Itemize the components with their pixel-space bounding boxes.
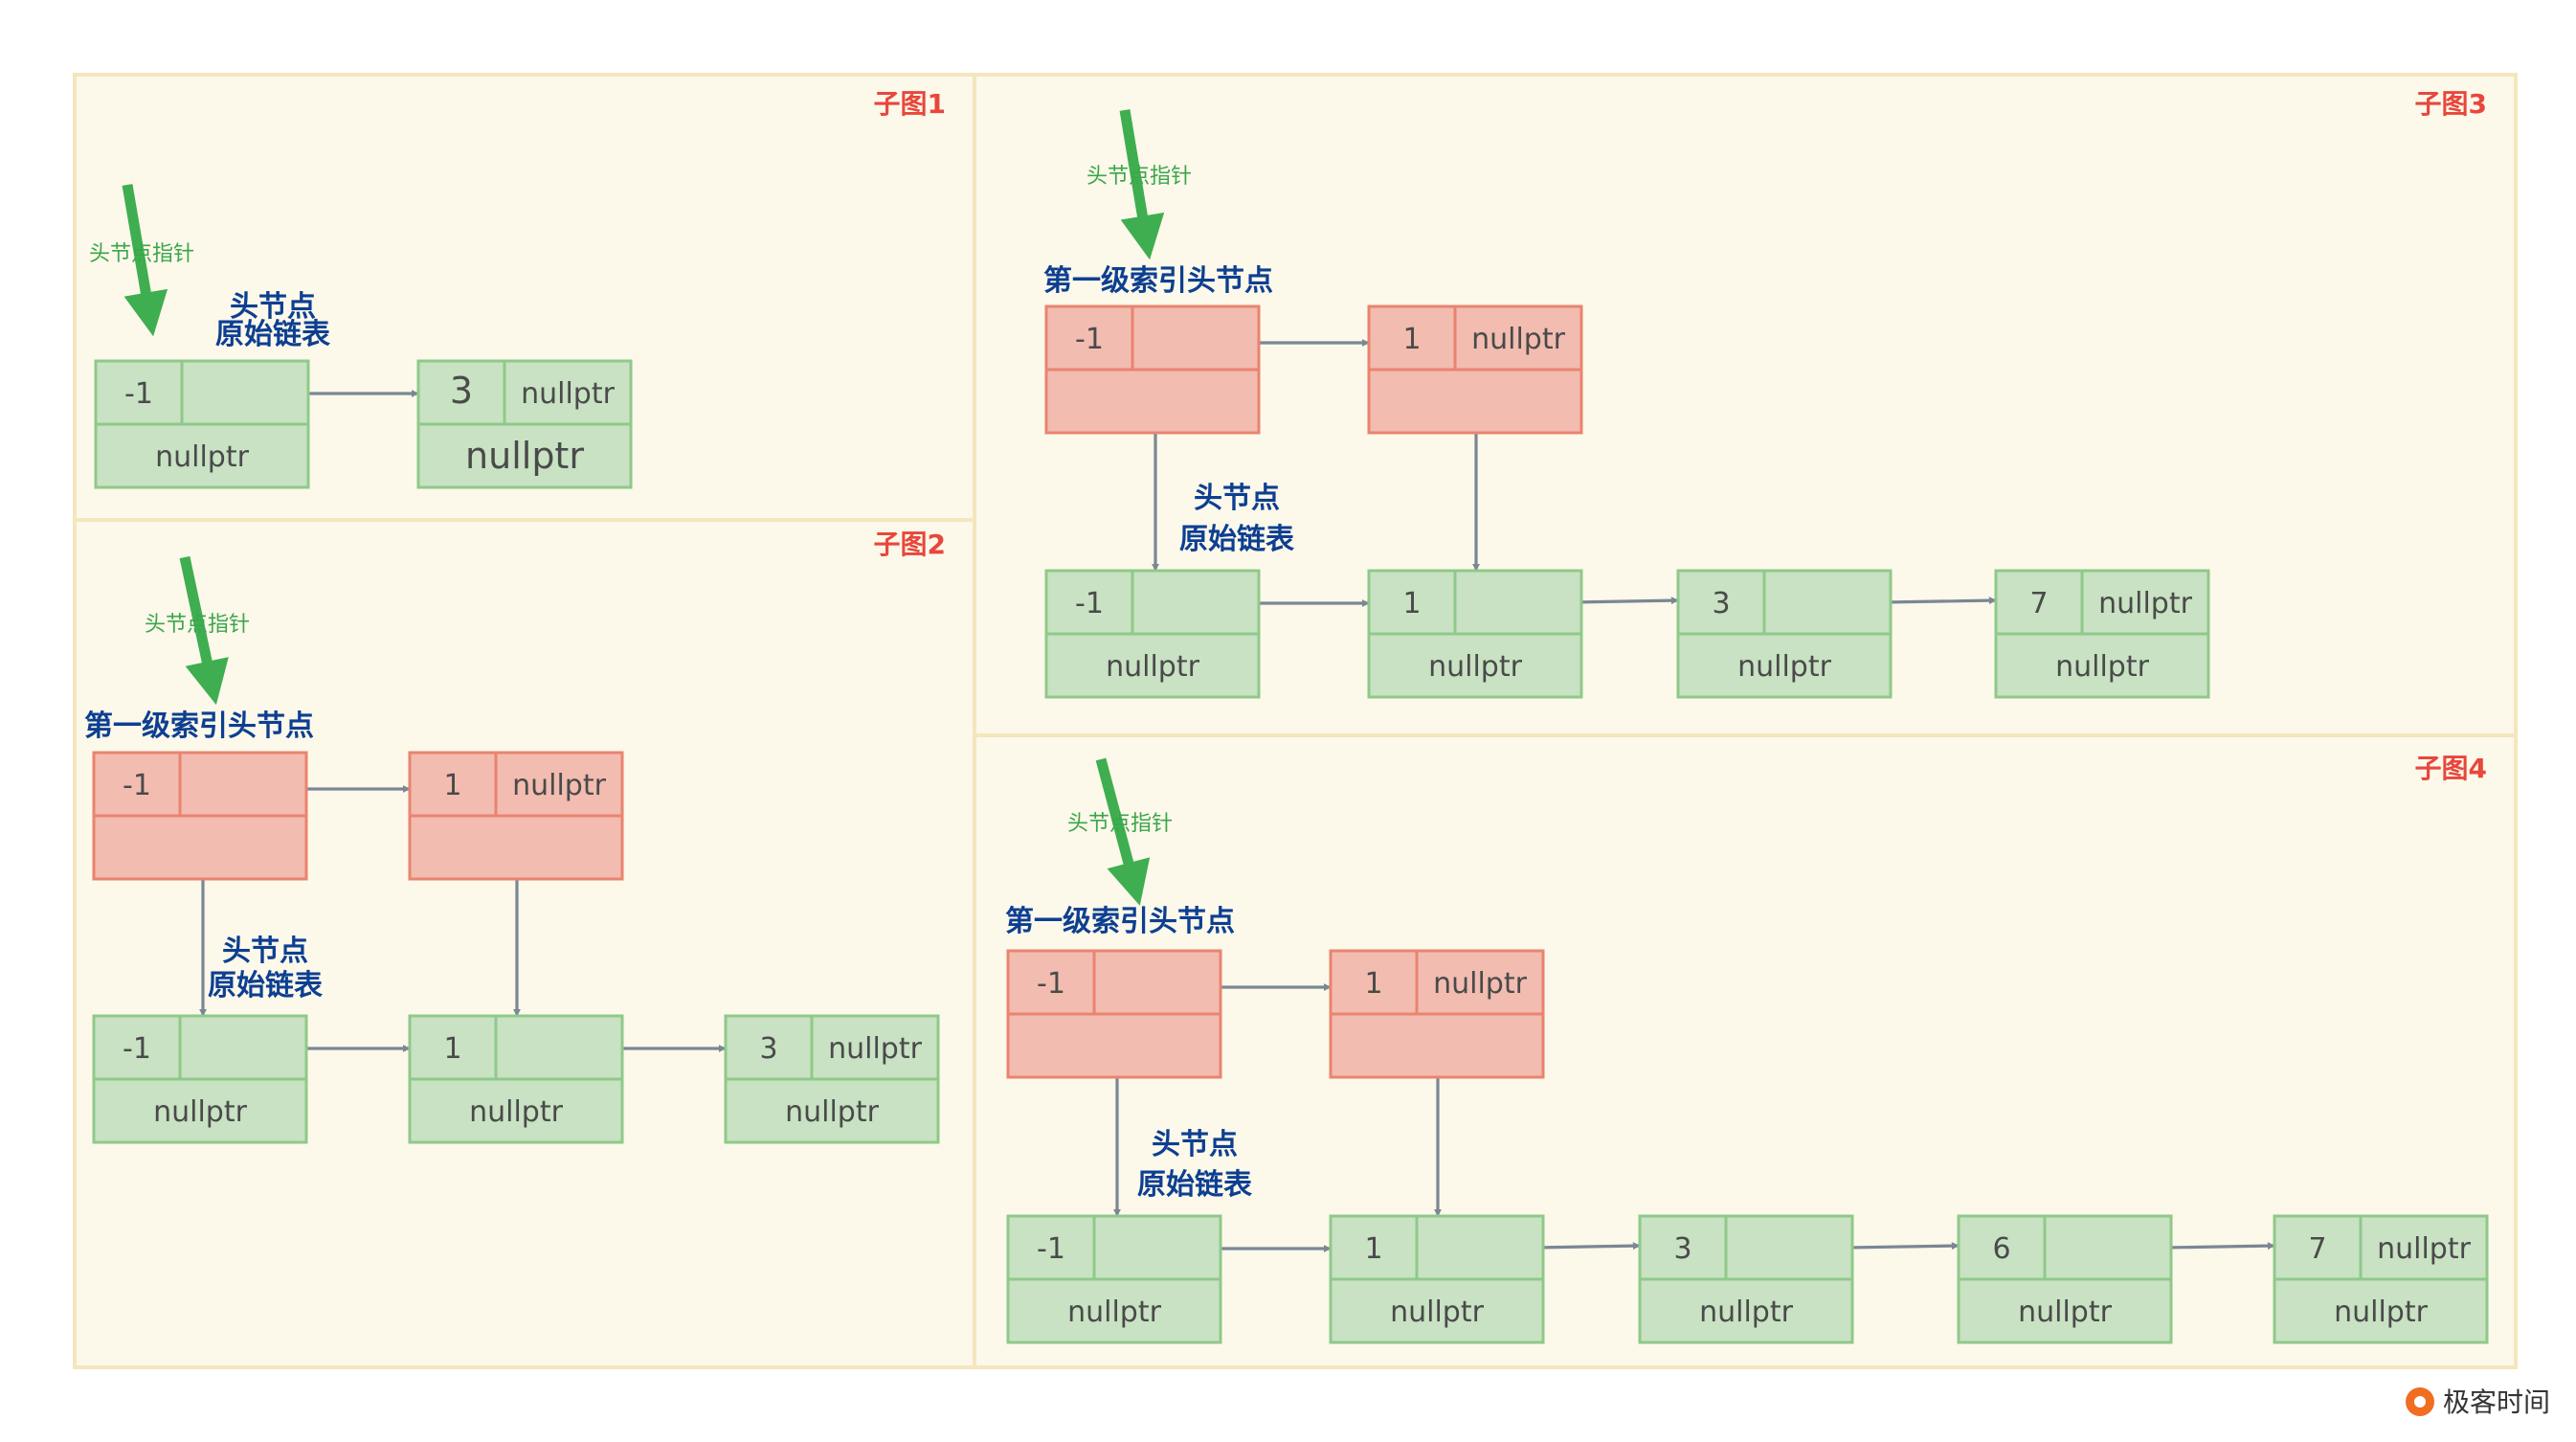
index-node: 1 nullptr bbox=[408, 751, 624, 881]
index-head-label: 第一级索引头节点 bbox=[1005, 905, 1235, 938]
node-next: nullptr bbox=[2098, 587, 2193, 620]
node-down: nullptr bbox=[1390, 1296, 1485, 1329]
index-node: 1 nullptr bbox=[1367, 304, 1583, 435]
head-pointer-label: 头节点指针 bbox=[145, 613, 250, 637]
head-pointer-arrow bbox=[122, 184, 168, 337]
node-key: 1 bbox=[1364, 967, 1382, 1001]
node-down: nullptr bbox=[469, 1095, 564, 1129]
panel-frame bbox=[73, 518, 976, 1369]
head-pointer-arrow bbox=[1095, 757, 1151, 906]
index-node: -1 bbox=[1006, 949, 1222, 1079]
head-node-label: 头节点 bbox=[1194, 482, 1280, 515]
list-node: 3 nullptr nullptr bbox=[416, 359, 633, 489]
node-key: 3 bbox=[1712, 587, 1730, 620]
node-key: 6 bbox=[1992, 1232, 2010, 1266]
node-key: 1 bbox=[443, 1032, 461, 1066]
node-next: nullptr bbox=[1433, 967, 1528, 1001]
node-key: -1 bbox=[123, 769, 151, 802]
original-list-label: 原始链表 bbox=[1179, 523, 1294, 556]
node-key: 7 bbox=[2029, 587, 2048, 620]
head-node-label: 头节点 bbox=[222, 935, 308, 968]
geektime-logo-icon-inner bbox=[2414, 1396, 2426, 1408]
node-down: nullptr bbox=[465, 435, 584, 477]
node-next: nullptr bbox=[512, 769, 607, 802]
node-down: nullptr bbox=[1699, 1296, 1794, 1329]
panel-4 bbox=[973, 733, 2518, 1369]
node-key: -1 bbox=[123, 1032, 151, 1066]
index-head-label: 第一级索引头节点 bbox=[1043, 264, 1273, 298]
node-down: nullptr bbox=[1428, 650, 1523, 684]
original-list-label: 原始链表 bbox=[1137, 1168, 1252, 1202]
panel-title: 子图2 bbox=[874, 529, 946, 560]
node-down: nullptr bbox=[1737, 650, 1832, 684]
node-key: -1 bbox=[1075, 323, 1104, 356]
node-down: nullptr bbox=[785, 1095, 880, 1129]
brand-text: 极客时间 bbox=[2443, 1386, 2550, 1418]
node-key: -1 bbox=[1037, 967, 1065, 1001]
node-key: -1 bbox=[1075, 587, 1104, 620]
head-pointer-label: 头节点指针 bbox=[1067, 812, 1173, 836]
original-list-label: 原始链表 bbox=[215, 318, 330, 351]
panel-title: 子图4 bbox=[2415, 753, 2487, 784]
node-next: nullptr bbox=[2377, 1232, 2472, 1266]
node-down: nullptr bbox=[2334, 1296, 2429, 1329]
node-next: nullptr bbox=[828, 1032, 923, 1066]
node-down: nullptr bbox=[2055, 650, 2150, 684]
node-key: 3 bbox=[1673, 1232, 1691, 1266]
node-key: 1 bbox=[1364, 1232, 1382, 1266]
index-head-label: 第一级索引头节点 bbox=[84, 710, 314, 743]
node-key: 1 bbox=[1402, 323, 1421, 356]
node-key: 7 bbox=[2308, 1232, 2326, 1266]
node-key: -1 bbox=[124, 377, 153, 411]
panel-2 bbox=[73, 518, 976, 1369]
panel-title: 子图1 bbox=[874, 88, 946, 120]
node-next: nullptr bbox=[1471, 323, 1566, 356]
brand-watermark: 极客时间 bbox=[2406, 1386, 2550, 1418]
head-pointer-arrow bbox=[179, 555, 229, 706]
node-key: 1 bbox=[443, 769, 461, 802]
head-pointer-label: 头节点指针 bbox=[1086, 165, 1192, 189]
head-node-label: 头节点 bbox=[230, 290, 316, 324]
head-node-label: 头节点 bbox=[1152, 1128, 1238, 1161]
head-pointer-arrow bbox=[1119, 109, 1165, 260]
original-list-label: 原始链表 bbox=[208, 969, 323, 1003]
node-key: 3 bbox=[450, 370, 473, 412]
index-node: -1 bbox=[1044, 304, 1261, 435]
head-pointer-label: 头节点指针 bbox=[89, 242, 194, 266]
panel-frame bbox=[973, 733, 2518, 1369]
node-down: nullptr bbox=[1106, 650, 1200, 684]
node-down: nullptr bbox=[2018, 1296, 2113, 1329]
index-node: 1 nullptr bbox=[1329, 949, 1545, 1079]
node-down: nullptr bbox=[153, 1095, 248, 1129]
node-key: 1 bbox=[1402, 587, 1421, 620]
node-key: 3 bbox=[759, 1032, 777, 1066]
node-down: nullptr bbox=[155, 440, 250, 474]
index-node: -1 bbox=[92, 751, 308, 881]
node-next: nullptr bbox=[521, 377, 616, 411]
panel-title: 子图3 bbox=[2415, 88, 2487, 120]
node-down: nullptr bbox=[1067, 1296, 1162, 1329]
node-key: -1 bbox=[1037, 1232, 1065, 1266]
